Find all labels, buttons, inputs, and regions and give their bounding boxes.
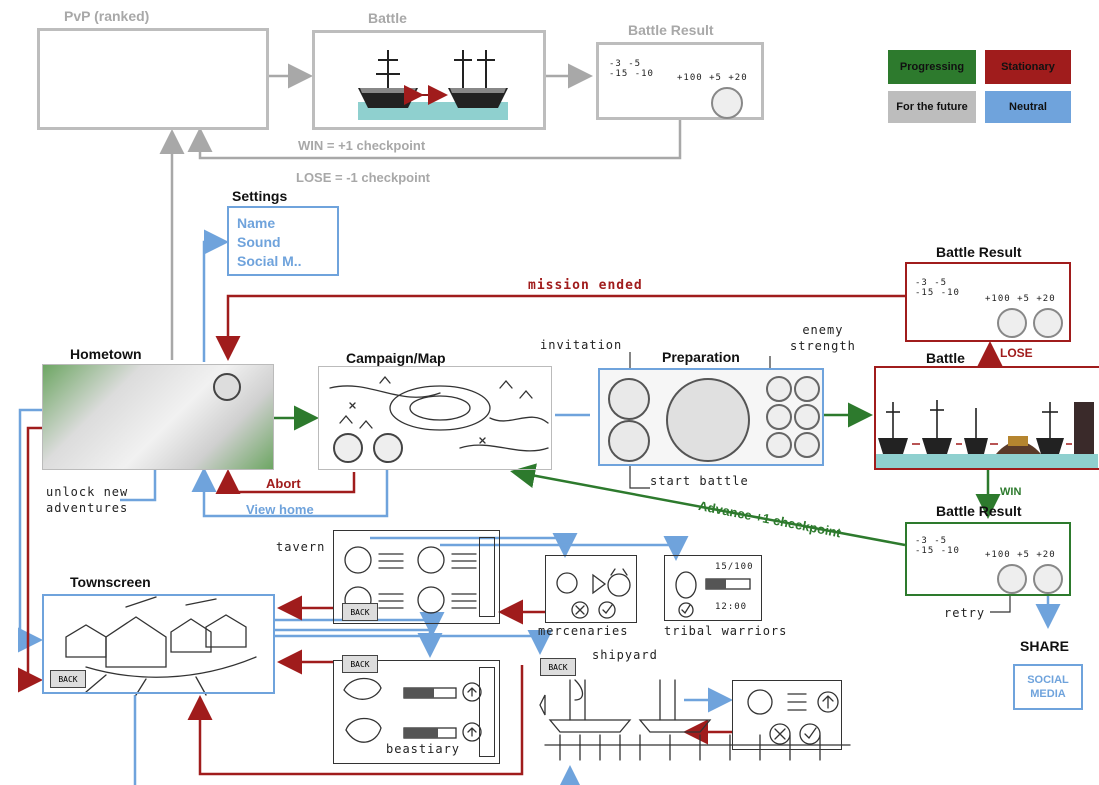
battle-screen[interactable] bbox=[874, 366, 1099, 470]
abort-label: Abort bbox=[266, 476, 301, 491]
result-left-values: -3 -5 -15 -10 bbox=[609, 59, 654, 79]
speaker-icon[interactable] bbox=[1033, 308, 1063, 338]
win-checkpoint-label: WIN = +1 checkpoint bbox=[298, 138, 425, 153]
view-home-label: View home bbox=[246, 502, 314, 517]
settings-gear-icon[interactable] bbox=[213, 373, 241, 401]
retry-label: retry bbox=[944, 606, 985, 620]
legend-progressing: Progressing bbox=[888, 50, 976, 84]
tavern-scrollbar[interactable] bbox=[479, 537, 495, 617]
battle-result-lose[interactable]: -3 -5 -15 -10 +100 +5 +20 bbox=[905, 262, 1071, 342]
handshake-icon[interactable] bbox=[608, 378, 650, 420]
top-battle-result-title: Battle Result bbox=[628, 22, 714, 38]
enemy-strength-slot-3 bbox=[766, 404, 792, 430]
enemy-strength-slot-5 bbox=[766, 432, 792, 458]
settings-title: Settings bbox=[232, 188, 287, 204]
top-battle-result-node[interactable]: -3 -5 -15 -10 +100 +5 +20 bbox=[596, 42, 764, 120]
preparation-title: Preparation bbox=[662, 349, 740, 365]
result-right-values: +100 +5 +20 bbox=[677, 73, 748, 83]
home-icon[interactable] bbox=[373, 433, 403, 463]
mission-ended-label: mission ended bbox=[528, 278, 643, 293]
lose-label: LOSE bbox=[1000, 346, 1033, 360]
retry-icon[interactable] bbox=[997, 308, 1027, 338]
tribal-progress-text: 15/100 bbox=[715, 562, 754, 572]
settings-name[interactable]: Name bbox=[237, 214, 329, 233]
shipyard-detail-screen[interactable] bbox=[732, 680, 842, 750]
beastiary-scrollbar[interactable] bbox=[479, 667, 495, 757]
invitation-label: invitation bbox=[540, 338, 622, 352]
back-button[interactable]: BACK bbox=[540, 658, 576, 676]
preparation-screen[interactable] bbox=[598, 368, 824, 466]
shipyard-label: shipyard bbox=[592, 648, 658, 662]
enemy-strength-slot-2 bbox=[794, 376, 820, 402]
hometown-title: Hometown bbox=[70, 346, 142, 362]
enemy-strength-slot-1 bbox=[766, 376, 792, 402]
hometown-screen[interactable] bbox=[42, 364, 274, 470]
mercenaries-label: mercenaries bbox=[538, 624, 628, 638]
retry-icon[interactable] bbox=[997, 564, 1027, 594]
beastiary-label: beastiary bbox=[386, 742, 460, 756]
lose-right-values: +100 +5 +20 bbox=[985, 294, 1056, 304]
tavern-screen[interactable]: BACK bbox=[333, 530, 500, 624]
battle-title: Battle bbox=[926, 350, 965, 366]
campaign-title: Campaign/Map bbox=[346, 350, 446, 366]
townscreen-title: Townscreen bbox=[70, 574, 151, 590]
crossed-swords-icon[interactable] bbox=[608, 420, 650, 462]
enemy-portrait-icon bbox=[666, 378, 750, 462]
back-button[interactable]: BACK bbox=[342, 603, 378, 621]
win-label: WIN bbox=[1000, 486, 1021, 498]
flag-icon[interactable] bbox=[333, 433, 363, 463]
back-button[interactable]: BACK bbox=[50, 670, 86, 688]
settings-panel: Name Sound Social M.. bbox=[227, 206, 339, 276]
speaker-icon[interactable] bbox=[1033, 564, 1063, 594]
social-media-button[interactable]: SOCIAL MEDIA bbox=[1013, 664, 1083, 710]
settings-sound[interactable]: Sound bbox=[237, 233, 329, 252]
tribal-timer-text: 12:00 bbox=[715, 602, 747, 612]
pvp-title: PvP (ranked) bbox=[64, 8, 149, 24]
share-speaker-icon[interactable] bbox=[711, 87, 743, 119]
legend-neutral: Neutral bbox=[985, 91, 1071, 123]
settings-social[interactable]: Social M.. bbox=[237, 252, 329, 271]
start-battle-label: start battle bbox=[650, 474, 749, 488]
battle-result-lose-title: Battle Result bbox=[936, 244, 1022, 260]
share-title: SHARE bbox=[1020, 638, 1069, 654]
win-left-values: -3 -5 -15 -10 bbox=[915, 536, 960, 556]
tribal-label: tribal warriors bbox=[664, 624, 787, 638]
enemy-strength-slot-4 bbox=[794, 404, 820, 430]
top-battle-node[interactable] bbox=[312, 30, 546, 130]
enemy-strength-slot-6 bbox=[794, 432, 820, 458]
legend-stationary: Stationary bbox=[985, 50, 1071, 84]
back-button[interactable]: BACK bbox=[342, 655, 378, 673]
tribal-screen[interactable]: 15/100 12:00 bbox=[664, 555, 762, 621]
tavern-label: tavern bbox=[276, 540, 325, 554]
win-right-values: +100 +5 +20 bbox=[985, 550, 1056, 560]
mercenaries-screen[interactable] bbox=[545, 555, 637, 623]
top-battle-title: Battle bbox=[368, 10, 407, 26]
lose-left-values: -3 -5 -15 -10 bbox=[915, 278, 960, 298]
legend-future: For the future bbox=[888, 91, 976, 123]
neutral-connectors bbox=[20, 242, 1048, 785]
battle-result-win-title: Battle Result bbox=[936, 503, 1022, 519]
pvp-node[interactable] bbox=[37, 28, 269, 130]
lose-checkpoint-label: LOSE = -1 checkpoint bbox=[296, 170, 430, 185]
battle-result-win[interactable]: -3 -5 -15 -10 +100 +5 +20 bbox=[905, 522, 1071, 596]
townscreen-screen[interactable]: BACK bbox=[42, 594, 275, 694]
campaign-screen[interactable] bbox=[318, 366, 552, 470]
